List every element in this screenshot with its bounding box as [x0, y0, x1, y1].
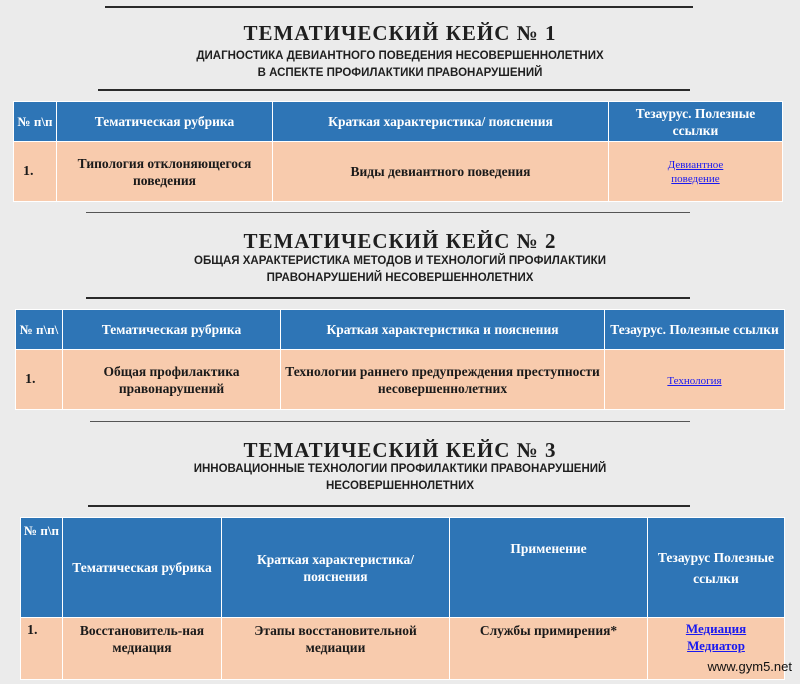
case3-header-num: № п\п — [20, 517, 63, 618]
case3-header-desc: Краткая характеристика/ пояснения — [221, 517, 450, 618]
link-deviant-behavior[interactable]: Девиантное поведение — [667, 158, 724, 185]
case2-row-rubric: Общая профилактика правонарушений — [62, 349, 281, 410]
case3-header-thesaurus: Тезаурус Полезные ссылки — [647, 517, 785, 618]
link-mediation[interactable]: Медиация — [685, 621, 747, 636]
case2-row-num: 1. — [15, 349, 63, 410]
case3-title: ТЕМАТИЧЕСКИЙ КЕЙС № 3 — [243, 438, 557, 462]
case1-subtitle-line2: В АСПЕКТЕ ПРОФИЛАКТИКИ ПРАВОНАРУШЕНИЙ — [257, 67, 543, 79]
case3-header-rubric: Тематическая рубрика — [62, 517, 222, 618]
case2-header-num: № п\п\ — [15, 309, 63, 350]
case2-row-desc: Технологии раннего предупреждения престу… — [280, 349, 605, 410]
case1-title: ТЕМАТИЧЕСКИЙ КЕЙС № 1 — [243, 21, 557, 45]
case1-row-rubric: Типология отклоняющегося поведения — [56, 141, 273, 202]
link-technology[interactable]: Технология — [667, 375, 722, 387]
case2-table: № п\п\ Тематическая рубрика Краткая хара… — [15, 309, 785, 410]
top-divider — [105, 6, 693, 8]
site-watermark: www.gym5.net — [707, 659, 792, 674]
case2-row-thesaurus-cell: Технология — [604, 349, 785, 410]
case3-row-rubric: Восстановитель-ная медиация — [62, 617, 222, 680]
case1-table: № п\п Тематическая рубрика Краткая харак… — [13, 101, 783, 202]
case3-row-desc: Этапы восстановительной медиации — [221, 617, 450, 680]
case1-header-thesaurus: Тезаурус. Полезные ссылки — [608, 101, 783, 142]
case1-header-desc: Краткая характеристика/ пояснения — [272, 101, 609, 142]
case2-title: ТЕМАТИЧЕСКИЙ КЕЙС № 2 — [243, 229, 557, 253]
case2-header-desc: Краткая характеристика и пояснения — [280, 309, 605, 350]
case3-top-divider — [90, 421, 690, 422]
case3-subtitle-line1: ИННОВАЦИОННЫЕ ТЕХНОЛОГИИ ПРОФИЛАКТИКИ ПР… — [193, 463, 607, 475]
case3-row-application: Службы примирения* — [449, 617, 648, 680]
case3-divider — [88, 505, 690, 507]
case2-header-thesaurus: Тезаурус. Полезные ссылки — [604, 309, 785, 350]
case3-table: № п\п Тематическая рубрика Краткая харак… — [20, 517, 785, 680]
case1-row-thesaurus-cell: Девиантное поведение — [608, 141, 783, 202]
link-mediator[interactable]: Медиатор — [687, 638, 745, 653]
case1-subtitle-line1: ДИАГНОСТИКА ДЕВИАНТНОГО ПОВЕДЕНИЯ НЕСОВЕ… — [196, 50, 604, 62]
case2-subtitle-line1: ОБЩАЯ ХАРАКТЕРИСТИКА МЕТОДОВ И ТЕХНОЛОГИ… — [194, 255, 606, 267]
case3-header-application: Применение — [449, 517, 648, 618]
case1-header-num: № п\п — [13, 101, 57, 142]
case2-top-divider — [86, 212, 690, 213]
case1-divider — [98, 89, 690, 91]
case1-row-desc: Виды девиантного поведения — [272, 141, 609, 202]
case2-header-rubric: Тематическая рубрика — [62, 309, 281, 350]
case1-header-rubric: Тематическая рубрика — [56, 101, 273, 142]
case3-row-num: 1. — [20, 617, 63, 680]
case3-subtitle-line2: НЕСОВЕРШЕННОЛЕТНИХ — [325, 480, 475, 492]
case2-subtitle-line2: ПРАВОНАРУШЕНИЙ НЕСОВЕРШЕННОЛЕТНИХ — [266, 272, 534, 284]
case1-row-num: 1. — [13, 141, 57, 202]
case3-row-thesaurus-cell: Медиация Медиатор — [647, 617, 785, 680]
case2-divider — [86, 297, 690, 299]
